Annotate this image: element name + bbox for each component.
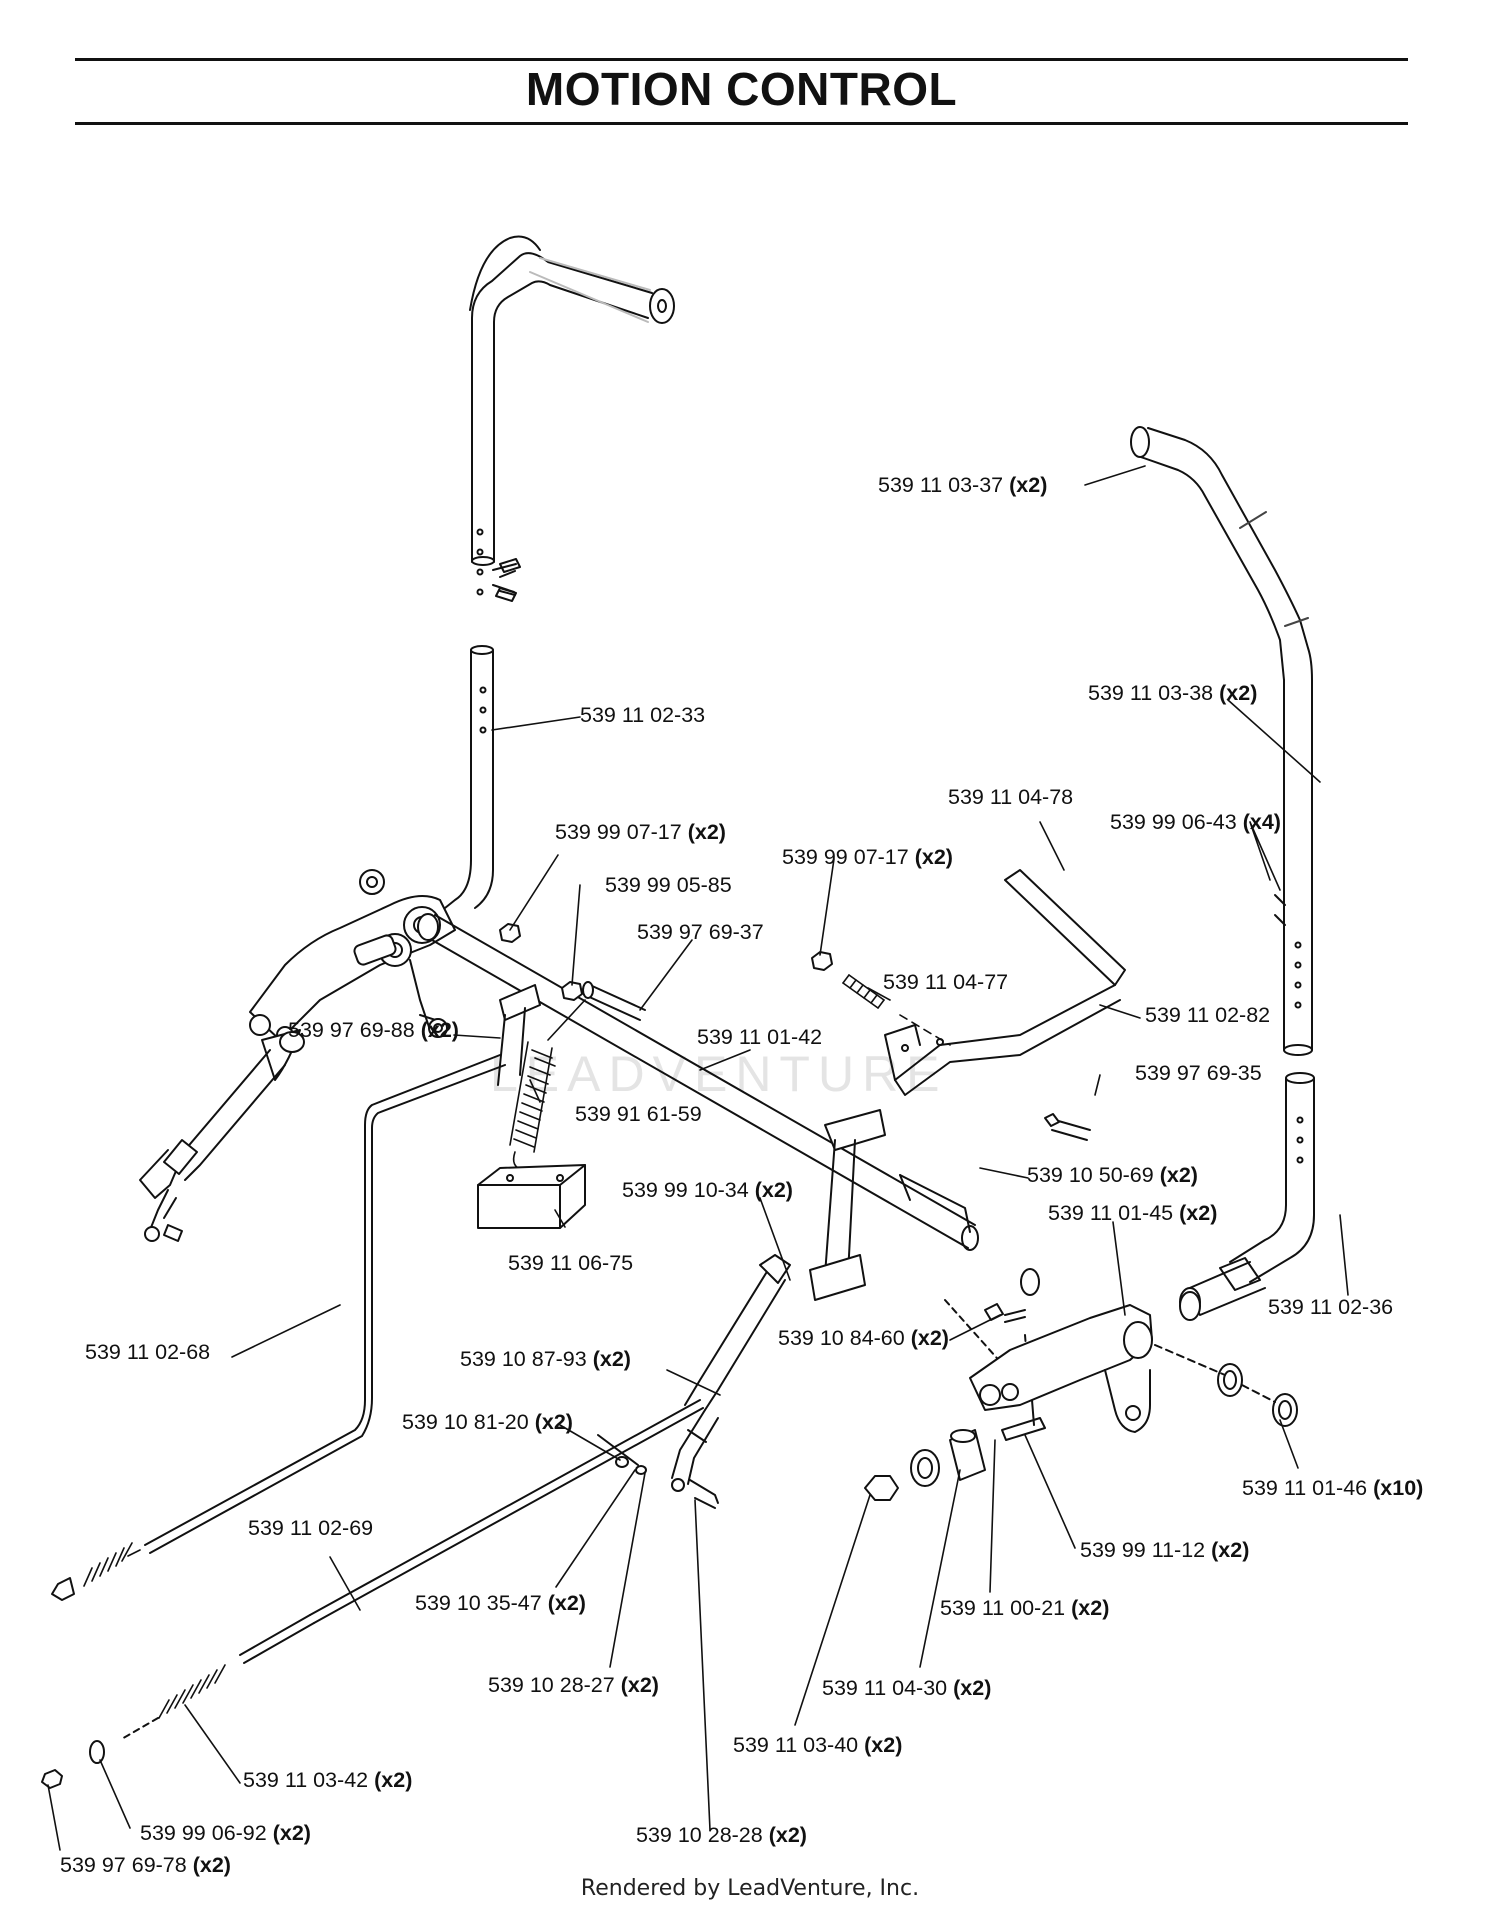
callout-clip: 539 99 10-34 (x2) [622, 1178, 793, 1202]
callout-spacer-small: 539 10 28-27 (x2) [488, 1673, 659, 1697]
callout-handle-grip: 539 11 03-37 (x2) [878, 473, 1048, 497]
leader-lines [47, 465, 1349, 1851]
callout-rod-spring: 539 11 03-42 (x2) [243, 1768, 413, 1792]
callout-bolt: 539 97 69-35 [1135, 1061, 1262, 1085]
callout-lever-arm: 539 11 04-78 [948, 785, 1074, 809]
callout-nut-right: 539 99 07-17 (x2) [782, 845, 953, 869]
control-rod-right [41, 1399, 704, 1789]
callout-bushing-lower: 539 11 04-30 (x2) [822, 1676, 992, 1700]
extension-spring [509, 999, 586, 1171]
watermark: LEADVENTURE [490, 1046, 948, 1102]
control-rod-left [51, 1054, 506, 1601]
callout-right-handle-lower: 539 11 02-36 [1268, 1295, 1394, 1319]
callout-right-handle-upper: 539 11 03-38 (x2) [1088, 681, 1258, 705]
callout-retaining-ring: 539 10 50-69 (x2) [1027, 1163, 1198, 1187]
title-rule-bottom [75, 122, 1408, 125]
callout-flat-washer: 539 99 06-92 (x2) [140, 1821, 311, 1845]
title-rule-top [75, 58, 1408, 61]
callout-rod-right: 539 11 02-69 [248, 1516, 374, 1540]
callout-locknut-lower: 539 11 03-40 (x2) [733, 1733, 903, 1757]
left-pivot-assembly [249, 869, 456, 1081]
compression-spring [842, 974, 951, 1046]
callout-rod-nut: 539 97 69-78 (x2) [60, 1853, 231, 1877]
callout-rod-left: 539 11 02-68 [85, 1340, 211, 1364]
callout-mounting-bracket: 539 11 06-75 [508, 1251, 634, 1275]
callout-pin: 539 10 28-28 (x2) [636, 1823, 807, 1847]
footer-credit: Rendered by LeadVenture, Inc. [580, 1876, 920, 1901]
callout-extension-spring: 539 91 61-59 [575, 1102, 702, 1126]
hardware [499, 570, 1286, 1441]
callout-pivot-bolt: 539 10 84-60 (x2) [778, 1326, 949, 1350]
left-damper [139, 1049, 286, 1242]
callout-locknut: 539 99 05-85 [605, 873, 732, 897]
callout-clevis-pin: 539 97 69-88 (x2) [288, 1018, 459, 1042]
right-link-arm [884, 869, 1126, 1096]
callout-nut-left: 539 99 07-17 (x2) [555, 820, 726, 844]
callout-left-handle-lower: 539 11 02-33 [580, 703, 706, 727]
callout-washer: 539 10 35-47 (x2) [415, 1591, 586, 1615]
left-handle-upper [469, 235, 675, 602]
callout-handle-bolts: 539 99 06-43 (x4) [1110, 810, 1281, 834]
page-title: MOTION CONTROL [525, 63, 958, 115]
cross-shaft [417, 913, 979, 1301]
lower-bushings [864, 1429, 986, 1501]
callout-pivot-bracket: 539 11 01-45 (x2) [1048, 1201, 1218, 1225]
callout-small-nut: 539 10 81-20 (x2) [402, 1410, 573, 1434]
right-handle-upper [1130, 426, 1313, 1056]
callout-link-arm: 539 11 02-82 [1145, 1003, 1271, 1027]
callout-shoulder-bolt: 539 97 69-37 [637, 920, 764, 944]
right-handle-lower [1179, 1072, 1315, 1317]
callout-small-spring: 539 11 04-77 [883, 970, 1009, 994]
callout-damper: 539 10 87-93 (x2) [460, 1347, 631, 1371]
callout-cross-shaft: 539 11 01-42 [697, 1025, 823, 1049]
callout-bushing: 539 11 01-46 (x10) [1242, 1476, 1424, 1500]
mounting-bracket [477, 1164, 586, 1229]
right-damper [597, 1254, 791, 1509]
right-pivot-assembly [969, 1268, 1298, 1433]
callout-spacer: 539 11 00-21 (x2) [940, 1596, 1110, 1620]
callout-stop-bolt: 539 99 11-12 (x2) [1080, 1538, 1250, 1562]
left-handle-lower [439, 645, 494, 913]
